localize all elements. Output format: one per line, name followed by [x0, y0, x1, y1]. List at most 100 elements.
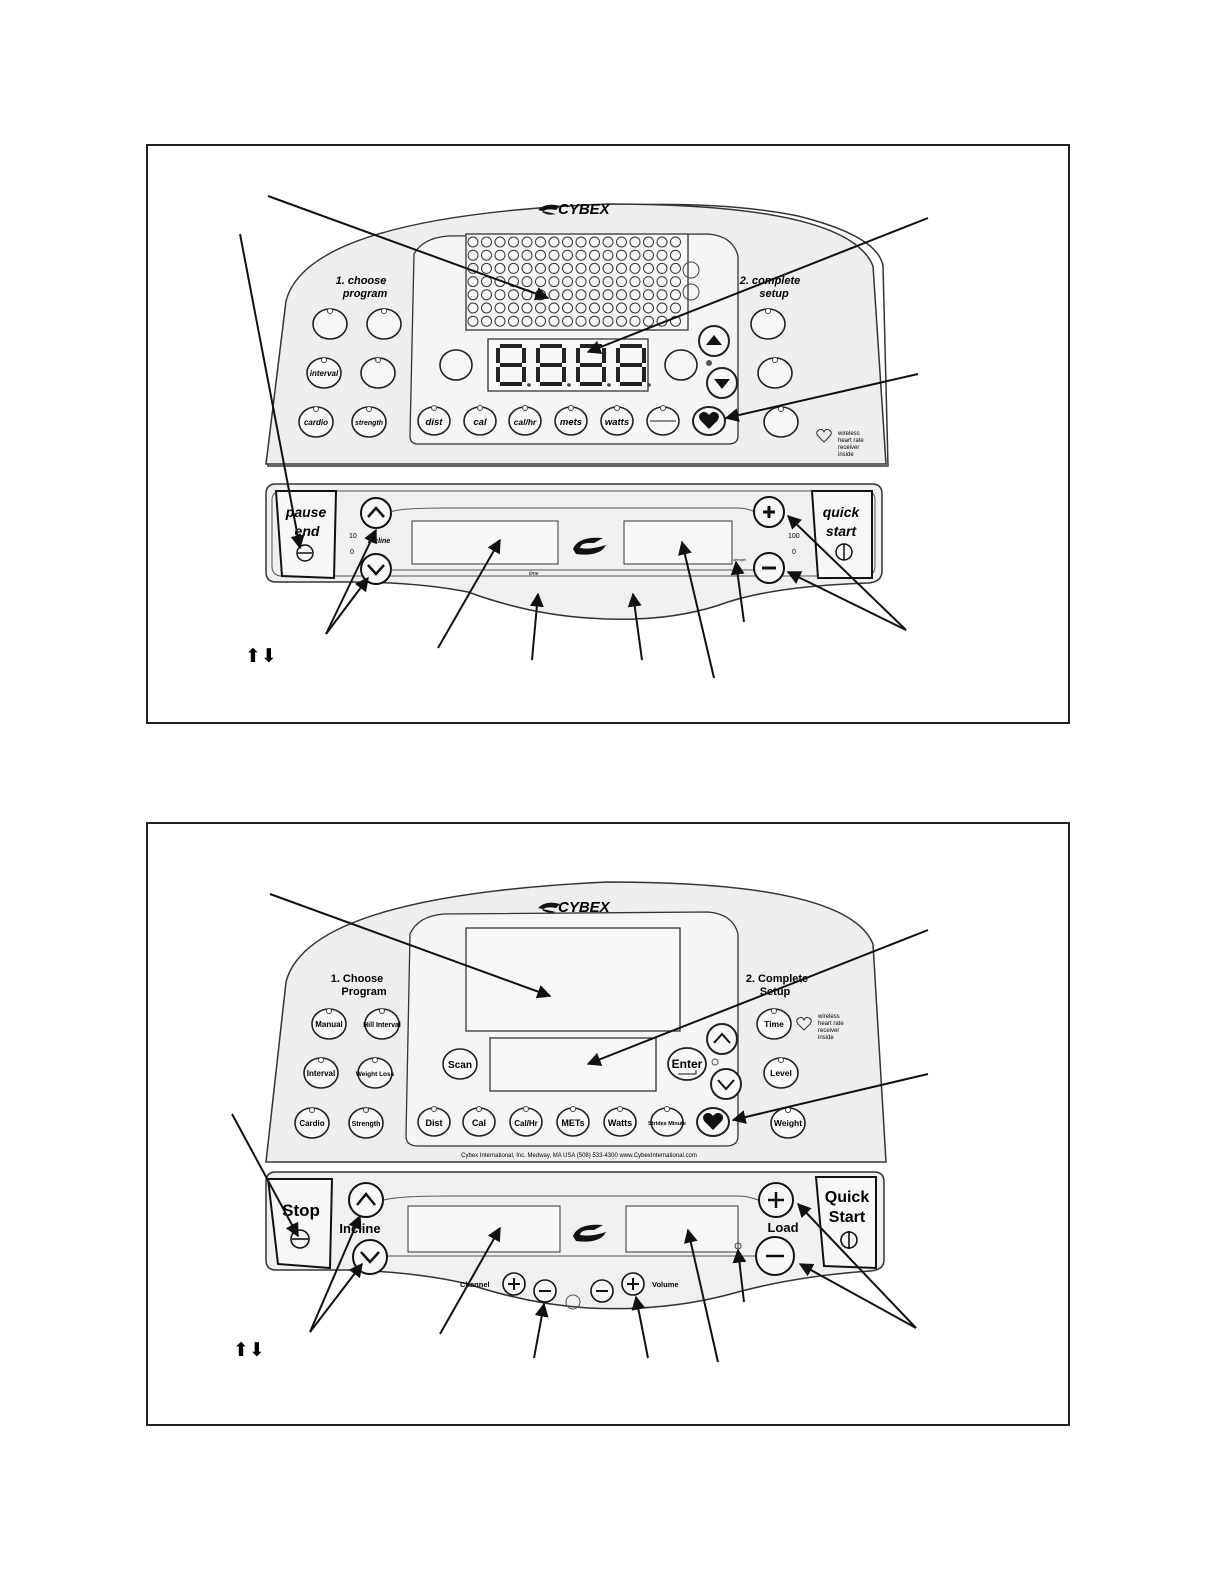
led-dot: [670, 262, 681, 274]
led-dot: [494, 236, 506, 248]
quick-start-button[interactable]: Quick Start: [814, 1176, 877, 1270]
pause-end-button[interactable]: pause end: [274, 490, 338, 580]
metric-button-calhr[interactable]: cal/hr: [508, 406, 542, 436]
enter-button[interactable]: [664, 349, 698, 381]
led-dot: [602, 262, 614, 274]
led-dot: [562, 236, 573, 248]
metric-button-label: dist: [426, 417, 444, 428]
button-led: [327, 308, 333, 314]
led-dot: [643, 302, 654, 314]
incline-up-button[interactable]: [360, 497, 392, 529]
button-led: [772, 357, 778, 363]
metric-button-dist[interactable]: dist: [417, 406, 451, 436]
led-dot: [575, 276, 587, 288]
led-dot: [589, 289, 600, 301]
led-dot: [643, 315, 654, 327]
led-dot: [589, 262, 600, 274]
seven-segment-digits: [496, 344, 651, 387]
led-dot: [575, 236, 587, 248]
indicator-light: [682, 283, 700, 301]
program-button-strength[interactable]: Strength: [348, 1107, 384, 1139]
led-dot: [643, 236, 654, 248]
button-led: [372, 1057, 378, 1063]
led-dot: [670, 236, 681, 248]
led-dot: [629, 276, 641, 288]
led-dot: [656, 276, 668, 288]
incline-up-button[interactable]: [348, 1182, 384, 1218]
heart-rate-button[interactable]: [692, 406, 726, 436]
program-button-label: cardio: [304, 418, 328, 427]
metric-button-dist[interactable]: Dist: [417, 1107, 451, 1137]
chevron-up-icon: [367, 506, 385, 518]
button-led: [617, 1106, 623, 1112]
led-dot: [535, 249, 546, 261]
led-dot: [602, 302, 614, 314]
button-led: [321, 357, 327, 363]
plus-icon: [768, 1192, 784, 1208]
led-dot: [535, 302, 546, 314]
stop-icon: [296, 544, 314, 562]
program-button-manual[interactable]: Manual: [311, 1008, 347, 1040]
incline-scale-min: 0: [350, 549, 354, 556]
metric-button-label: Dist: [425, 1118, 442, 1128]
plus-icon: [627, 1278, 639, 1290]
metric-button-calhr[interactable]: Cal/Hr: [509, 1107, 543, 1137]
led-dot: [508, 315, 519, 327]
heart-rate-button[interactable]: [696, 1107, 730, 1137]
stop-button[interactable]: Stop: [266, 1178, 334, 1270]
led-dot: [521, 315, 533, 327]
setup-button-level[interactable]: Level: [763, 1057, 799, 1089]
led-dot: [521, 302, 533, 314]
metric-button-mets[interactable]: mets: [554, 406, 588, 436]
metric-button-mets[interactable]: METs: [556, 1107, 590, 1137]
metric-button-label: mets: [560, 417, 582, 428]
step2-label-line1: 2. Complete: [746, 973, 808, 985]
metric-button-label: Watts: [608, 1118, 632, 1128]
button-led: [375, 357, 381, 363]
control-strip-top: [390, 507, 757, 513]
metric-button-strides[interactable]: Strides Minute: [648, 1107, 686, 1137]
setup-up-button[interactable]: [706, 1023, 738, 1055]
led-dot: [575, 289, 587, 301]
step1-label-line2: program: [342, 288, 388, 300]
metric-button-cal[interactable]: cal: [463, 406, 497, 436]
metric-button-label: Cal: [472, 1118, 486, 1128]
led-dot: [548, 315, 560, 327]
led-dot: [521, 276, 533, 288]
scan-button[interactable]: Scan: [442, 1048, 478, 1080]
led-dot: [508, 276, 519, 288]
enter-button[interactable]: Enter: [667, 1047, 707, 1081]
button-led: [313, 406, 319, 412]
led-dot: [481, 249, 492, 261]
enter-return-icon: [678, 1070, 697, 1075]
metric-button-watts[interactable]: Watts: [603, 1107, 637, 1137]
metric-button-cal[interactable]: Cal: [462, 1107, 496, 1137]
button-led: [771, 1008, 777, 1014]
button-led: [318, 1057, 324, 1063]
setup-down-button[interactable]: [710, 1068, 742, 1100]
button-led: [431, 1106, 437, 1112]
workout-display: [489, 1037, 657, 1092]
led-dot: [562, 249, 573, 261]
stop-icon: [290, 1229, 310, 1249]
metric-buttons: dist cal cal/hr mets watts: [417, 406, 726, 436]
metric-button-blank[interactable]: [646, 406, 680, 436]
wireless-label-line: wireless: [817, 1014, 840, 1020]
led-dot: [616, 249, 627, 261]
decimal-point: [527, 383, 531, 387]
enter-label: Enter: [672, 1057, 703, 1071]
metric-button-watts[interactable]: watts: [600, 406, 634, 436]
scan-button[interactable]: [439, 349, 473, 381]
led-dot: [494, 315, 506, 327]
quick-start-button[interactable]: quick start: [810, 490, 873, 579]
led-dot: [643, 276, 654, 288]
led-dot: [548, 236, 560, 248]
incline-down-button[interactable]: [360, 553, 392, 585]
metric-button-label: Strides Minute: [648, 1121, 686, 1127]
led-dot: [575, 249, 587, 261]
wireless-heart-icon: [816, 428, 832, 443]
button-led: [381, 308, 387, 314]
led-dot: [508, 249, 519, 261]
metric-button-label: cal/hr: [514, 417, 537, 427]
led-dot: [670, 289, 681, 301]
